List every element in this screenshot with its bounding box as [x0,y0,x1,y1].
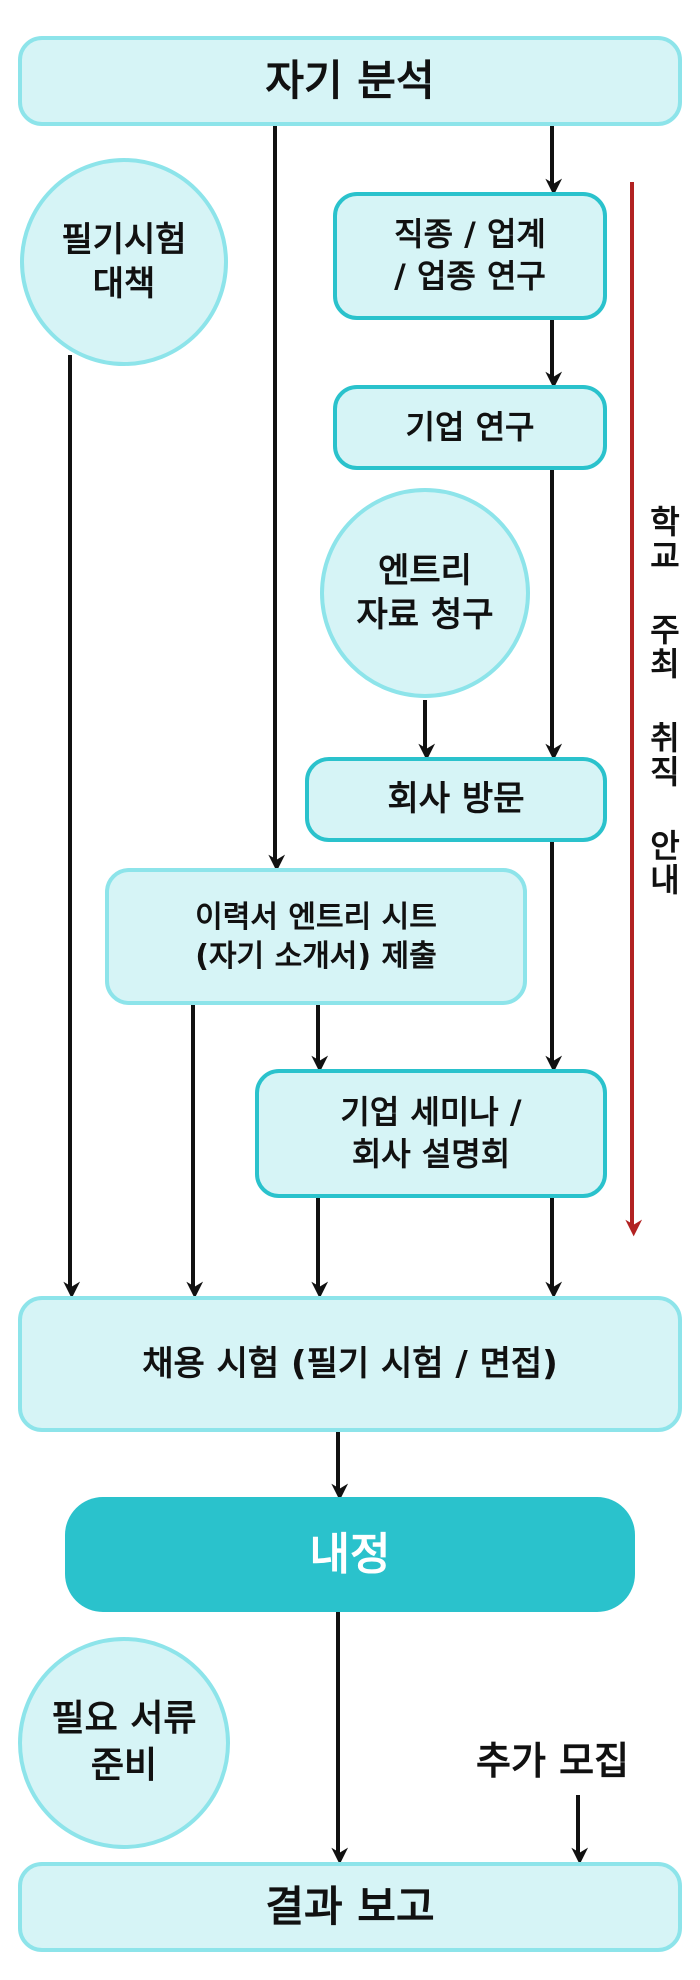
result-report-box: 결과 보고 [18,1862,682,1952]
school-employment-guidance-label: 학교 주최 취직 안내 [644,505,682,897]
resume-submission-box: 이력서 엔트리 시트 (자기 소개서) 제출 [105,868,527,1005]
company-seminar-box: 기업 세미나 / 회사 설명회 [255,1069,607,1198]
employment-exam-box: 채용 시험 (필기 시험 / 면접) [18,1296,682,1432]
job-industry-research-box: 직종 / 업계 / 업종 연구 [333,192,607,320]
entry-materials-request-circle: 엔트리 자료 청구 [320,488,530,698]
required-documents-circle: 필요 서류 준비 [18,1637,230,1849]
written-test-prep-circle: 필기시험 대책 [20,158,228,366]
company-research-box: 기업 연구 [333,385,607,470]
self-analysis-box: 자기 분석 [18,36,682,126]
company-visit-box: 회사 방문 [305,757,607,842]
additional-recruitment-label: 추가 모집 [476,1739,630,1783]
informal-offer-box: 내정 [65,1497,635,1612]
